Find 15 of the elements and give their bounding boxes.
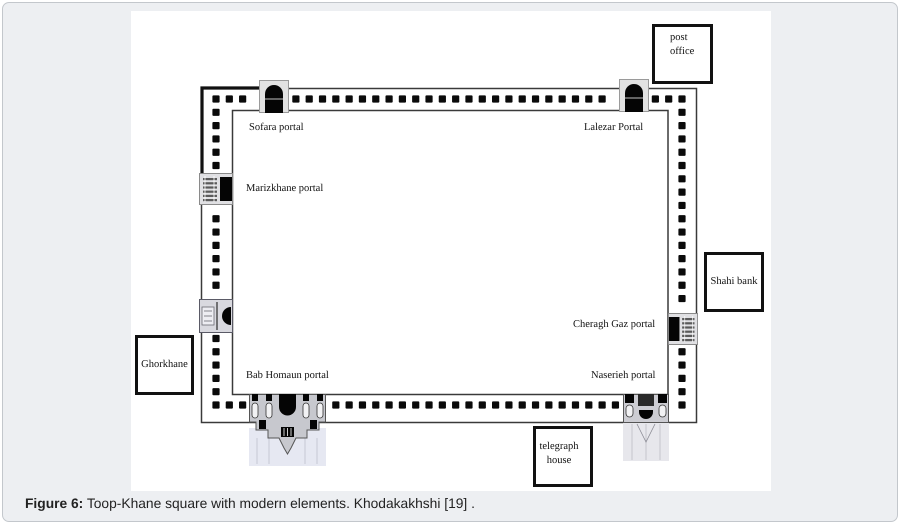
figure-caption: Figure 6: Toop-Khane square with modern elements. Khodakakhshi [19] . bbox=[25, 495, 475, 513]
portal-label: Bab Homaun portal bbox=[246, 369, 329, 382]
building-box bbox=[135, 335, 194, 395]
building-name: telegraph house bbox=[538, 440, 580, 468]
portal-label: Lalezar Portal bbox=[584, 121, 644, 134]
building-name: Ghorkhane bbox=[141, 358, 188, 372]
building-name: post office bbox=[670, 31, 696, 59]
portal-label: Marizkhane portal bbox=[246, 182, 324, 195]
building-name: Shahi bank bbox=[710, 275, 758, 289]
building-box bbox=[704, 252, 764, 312]
building-box bbox=[533, 426, 593, 487]
portal-label: Sofara portal bbox=[249, 121, 304, 134]
building-box bbox=[652, 24, 713, 84]
portal-label: Cheragh Gaz portal bbox=[573, 318, 656, 331]
portal-label: Naserieh portal bbox=[591, 369, 656, 382]
